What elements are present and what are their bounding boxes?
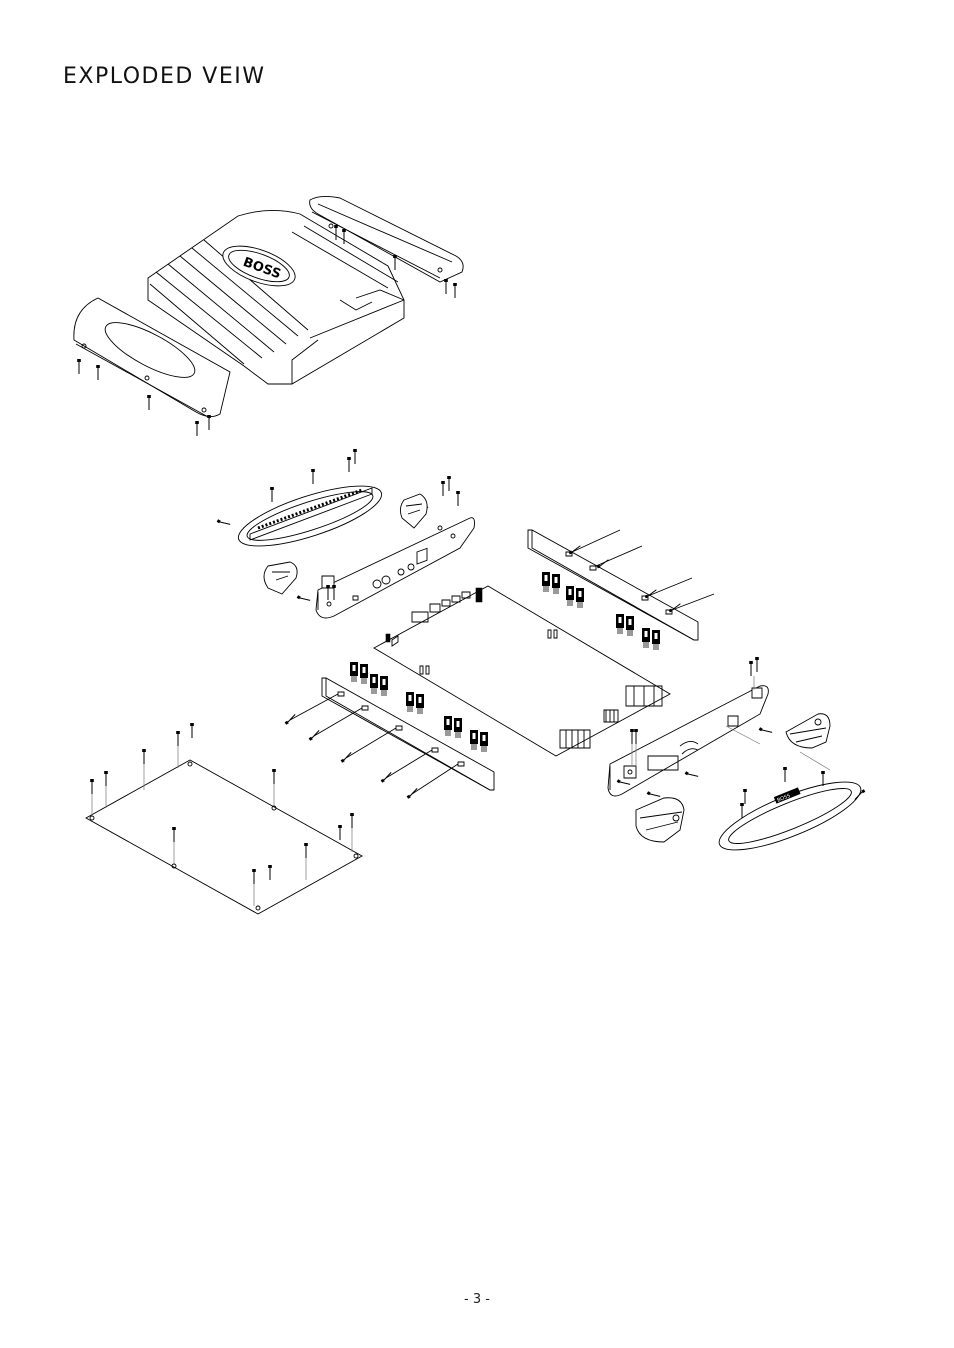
- bottom-plate: [86, 723, 362, 914]
- front-panel-assembly: [217, 449, 475, 618]
- page-number: - 3 -: [0, 1292, 954, 1307]
